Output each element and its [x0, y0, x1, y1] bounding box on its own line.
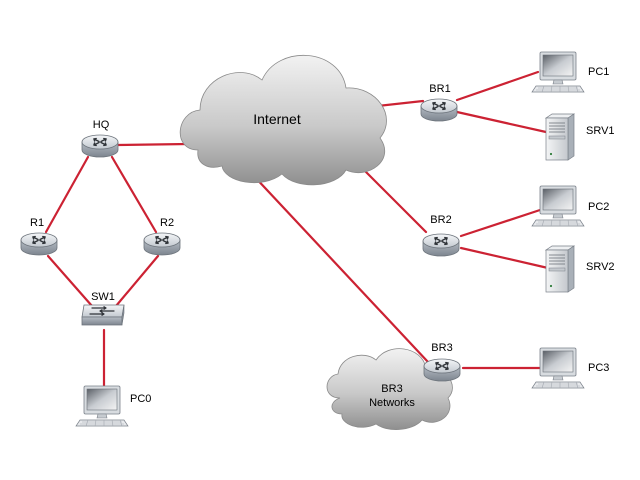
desktop-pc-icon [531, 185, 585, 227]
device-br3[interactable]: BR3 [423, 342, 461, 382]
link-r1-sw1 [46, 254, 94, 308]
device-label-pc2: PC2 [588, 201, 609, 213]
device-label-pc3: PC3 [588, 362, 609, 374]
cloud-icon [326, 348, 453, 430]
device-label-srv2: SRV2 [586, 261, 615, 273]
br3-networks-cloud: BR3 Networks [326, 348, 453, 430]
device-label-hq: HQ [93, 119, 110, 131]
link-internet-br3 [250, 172, 430, 364]
device-label-srv1: SRV1 [586, 125, 615, 137]
link-r2-sw1 [114, 254, 160, 308]
router-icon [423, 358, 461, 382]
device-hq[interactable]: HQ [81, 119, 119, 158]
device-label-r2: R2 [160, 217, 174, 229]
device-pc0[interactable]: PC0 [75, 385, 151, 427]
device-pc1[interactable]: PC1 [531, 51, 609, 93]
server-tower-icon [545, 113, 575, 161]
desktop-pc-icon [531, 347, 585, 389]
device-label-br2: BR2 [430, 214, 451, 226]
device-srv2[interactable]: SRV2 [545, 245, 615, 293]
device-label-pc1: PC1 [588, 66, 609, 78]
device-label-sw1: SW1 [91, 291, 115, 303]
router-icon [422, 233, 460, 257]
link-br1-srv1 [455, 110, 548, 134]
br3-networks-label-line2: Networks [369, 397, 415, 409]
device-sw1[interactable]: SW1 [81, 291, 125, 326]
device-r1[interactable]: R1 [20, 217, 58, 256]
router-icon [81, 134, 119, 158]
device-r2[interactable]: R2 [143, 217, 181, 256]
link-br2-pc2 [459, 208, 542, 238]
device-label-pc0: PC0 [130, 393, 151, 405]
device-srv1[interactable]: SRV1 [545, 113, 615, 161]
device-pc3[interactable]: PC3 [531, 347, 609, 389]
device-label-br3: BR3 [431, 342, 452, 354]
router-icon [143, 232, 181, 256]
desktop-pc-icon [75, 385, 129, 427]
router-icon [420, 98, 458, 122]
device-br2[interactable]: BR2 [422, 214, 460, 257]
cloud-icon [179, 55, 387, 186]
internet-cloud-label: Internet [253, 111, 301, 127]
link-br2-srv2 [459, 246, 550, 270]
server-tower-icon [545, 245, 575, 293]
device-pc2[interactable]: PC2 [531, 185, 609, 227]
device-br1[interactable]: BR1 [420, 83, 458, 122]
switch-icon [81, 304, 125, 326]
device-label-br1: BR1 [429, 83, 450, 95]
internet-cloud: Internet [179, 55, 387, 186]
router-icon [20, 232, 58, 256]
device-label-r1: R1 [30, 217, 44, 229]
desktop-pc-icon [531, 51, 585, 93]
link-hq-internet [115, 142, 190, 147]
link-br1-pc1 [455, 70, 540, 102]
link-hq-r2 [110, 155, 158, 234]
network-links [44, 70, 550, 388]
link-hq-r1 [44, 155, 90, 234]
br3-networks-label-line1: BR3 [381, 383, 402, 395]
